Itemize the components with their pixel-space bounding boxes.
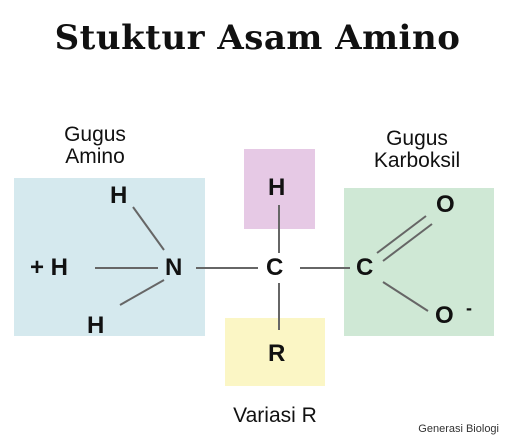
r-variation-label: Variasi R xyxy=(233,404,317,427)
r-group-box xyxy=(225,318,325,386)
diagram-title: Stuktur Asam Amino xyxy=(54,18,461,58)
amino-group-box xyxy=(14,178,205,336)
bond-c-o-single xyxy=(382,281,429,312)
amino-group-label-line2: Amino xyxy=(65,145,125,168)
atom-h-plus: + H xyxy=(30,254,69,281)
bond-hbottom-n xyxy=(119,279,165,306)
atom-o-charge: - xyxy=(466,298,472,318)
carboxyl-group-label-line2: Karboksil xyxy=(373,149,461,172)
amino-group-label: Gugus Amino xyxy=(40,124,150,168)
bond-htop-n xyxy=(132,206,165,251)
carboxyl-group-label-line1: Gugus xyxy=(386,127,448,150)
bond-c-o-double-1 xyxy=(376,215,427,254)
atom-h-alpha: H xyxy=(268,174,286,201)
atom-n: N xyxy=(165,254,183,281)
atom-c-carboxyl: C xyxy=(356,254,374,281)
bond-c-o-double-2 xyxy=(382,223,433,262)
atom-o-double: O xyxy=(436,191,455,218)
amino-group-label-line1: Gugus xyxy=(64,123,126,146)
atom-o-minus: O xyxy=(435,302,454,329)
carboxyl-group-box xyxy=(344,188,494,336)
atom-h-top-left: H xyxy=(110,182,128,209)
atom-h-bottom-left: H xyxy=(87,312,105,339)
atom-r: R xyxy=(268,340,286,367)
carboxyl-group-label: Gugus Karboksil xyxy=(352,128,482,172)
atom-c-alpha: C xyxy=(266,254,284,281)
watermark: Generasi Biologi xyxy=(418,423,499,435)
